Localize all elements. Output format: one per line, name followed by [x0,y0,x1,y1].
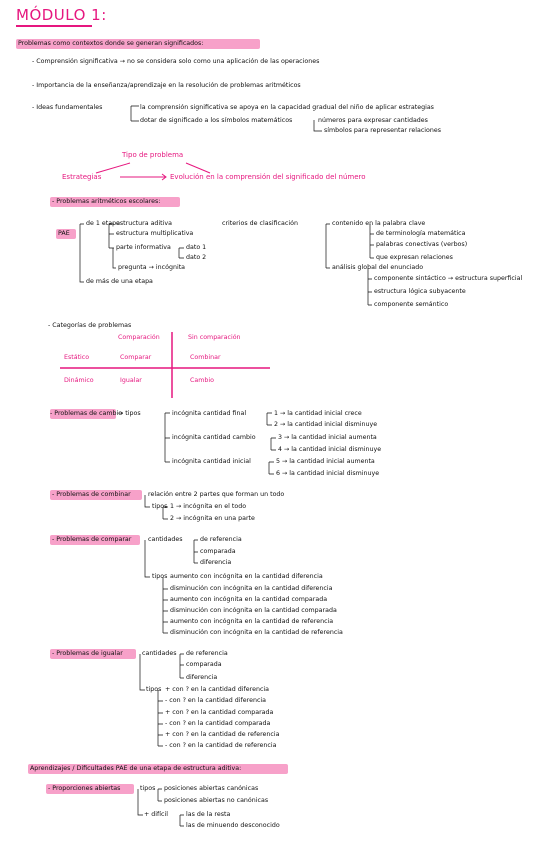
ideas-label: - Ideas fundamentales [32,104,103,111]
idea-c: números para expresar cantidades [318,117,428,124]
s2-p2: posiciones abiertas no canónicas [164,797,269,804]
comparar-q3: diferencia [200,559,232,566]
section2-heading: Aprendizajes / Dificultades PAE de una e… [30,765,242,772]
pae-aditiva: estructura aditiva [116,220,172,227]
col-comparacion: Comparación [118,334,160,341]
pae-etapa1: de 1 etapa [86,220,120,227]
comparar-t1: aumento con incógnita en la cantidad dif… [170,573,323,580]
igualar-label: - Problemas de igualar [52,650,123,657]
comparar-t5: aumento con incógnita en la cantidad de … [170,618,334,625]
proporciones-label: - Proporciones abiertas [48,785,121,792]
pae-analisis: análisis global del enunciado [332,264,424,271]
row-estatico: Estático [64,354,90,361]
igualar-t5: + con ? en la cantidad de referencia [165,731,280,738]
page-title: MÓDULO 1: [16,6,107,24]
igualar-t6: - con ? en la cantidad de referencia [165,742,277,749]
pae-sintactico: componente sintáctico → estructura super… [374,275,523,282]
igualar-t1: + con ? en la cantidad diferencia [165,686,270,693]
cambio-g3a: 5 → la cantidad inicial aumenta [276,458,375,465]
pae-semantico: componente semántico [374,301,449,308]
combinar-t1: 1 → incógnita en el todo [170,503,247,510]
col-sin-comparacion: Sin comparación [188,334,241,341]
idea-a: la comprensión significativa se apoya en… [140,104,434,111]
igualar-tipos: tipos [146,686,162,693]
igualar-t4: - con ? en la cantidad comparada [165,720,271,727]
bullet-comprension: - Comprensión significativa → no se cons… [32,58,320,65]
pae-pregunta: pregunta → incógnita [118,264,186,271]
cambio-tipos: → tipos [118,410,141,417]
cell-igualar: Igualar [120,377,142,384]
igualar-q1: de referencia [186,650,228,657]
pae-conectivos: palabras conectivas (verbos) [376,241,468,248]
cell-cambio: Cambio [190,377,214,384]
pae-heading: - Problemas aritméticos escolares: [52,198,161,205]
igualar-cantidades: cantidades [142,650,177,657]
pae-relaciones: que expresan relaciones [376,254,453,261]
comparar-label: - Problemas de comparar [52,536,132,543]
cambio-g1: incógnita cantidad final [172,410,247,417]
comparar-q1: de referencia [200,536,242,543]
s2-dificil: + difícil [144,811,168,818]
comparar-tipos: tipos [152,573,168,580]
section-heading: Problemas como contextos donde se genera… [18,40,204,47]
flow-tipo: Tipo de problema [122,151,184,159]
igualar-t3: + con ? en la cantidad comparada [165,709,274,716]
s2-d1: las de la resta [186,811,231,818]
s2-d2: las de minuendo desconocido [186,822,280,829]
cambio-g1b: 2 → la cantidad inicial disminuye [274,421,378,428]
pae-criterios: criterios de clasificación [222,220,298,227]
cambio-g2b: 4 → la cantidad inicial disminuye [278,446,382,453]
igualar-q3: diferencia [186,674,218,681]
comparar-cantidades: cantidades [148,536,183,543]
pae-label: PAE [58,230,70,237]
cambio-g2a: 3 → la cantidad inicial aumenta [278,434,377,441]
cambio-g1a: 1 → la cantidad inicial crece [274,410,362,417]
flow-evolucion: Evolución en la comprensión del signific… [170,173,366,181]
pae-contenido: contenido en la palabra clave [332,220,426,227]
idea-d: símbolos para representar relaciones [324,127,442,134]
flow-estrategias: Estrategias [62,173,102,181]
cell-comparar: Comparar [120,354,152,361]
pae-logica: estructura lógica subyacente [374,288,466,295]
cambio-g2: incógnita cantidad cambio [172,434,256,441]
title-underline [16,25,92,27]
comparar-t4: disminución con incógnita en la cantidad… [170,607,337,614]
cambio-g3b: 6 → la cantidad inicial disminuye [276,470,380,477]
row-dinamico: Dinámico [64,377,94,384]
comparar-t3: aumento con incógnita en la cantidad com… [170,596,328,603]
comparar-t2: disminución con incógnita en la cantidad… [170,585,333,592]
igualar-t2: - con ? en la cantidad diferencia [165,697,267,704]
combinar-t2: 2 → incógnita en una parte [170,515,255,522]
pae-dato2: dato 2 [186,254,207,261]
cell-combinar: Combinar [190,354,221,361]
comparar-q2: comparada [200,548,236,555]
igualar-q2: comparada [186,661,222,668]
idea-b: dotar de significado a los símbolos mate… [140,117,293,124]
s2-p1: posiciones abiertas canónicas [164,785,259,792]
pae-multiplicativa: estructura multiplicativa [116,230,194,237]
pae-dato1: dato 1 [186,244,207,251]
pae-varias: de más de una etapa [86,278,153,285]
bullet-importancia: - Importancia de la enseñanza/aprendizaj… [32,82,301,89]
pae-terminologia: de terminología matemática [376,230,466,237]
combinar-rel: relación entre 2 partes que forman un to… [148,491,285,498]
s2-tipos: tipos [140,785,156,792]
pae-parte-info: parte informativa [116,244,171,251]
comparar-t6: disminución con incógnita en la cantidad… [170,629,343,636]
combinar-label: - Problemas de combinar [52,491,131,498]
combinar-tipos: tipos [152,503,168,510]
categorias-label: - Categorías de problemas [48,322,132,329]
cambio-label: - Problemas de cambio [50,410,123,417]
cambio-g3: incógnita cantidad inicial [172,458,251,465]
